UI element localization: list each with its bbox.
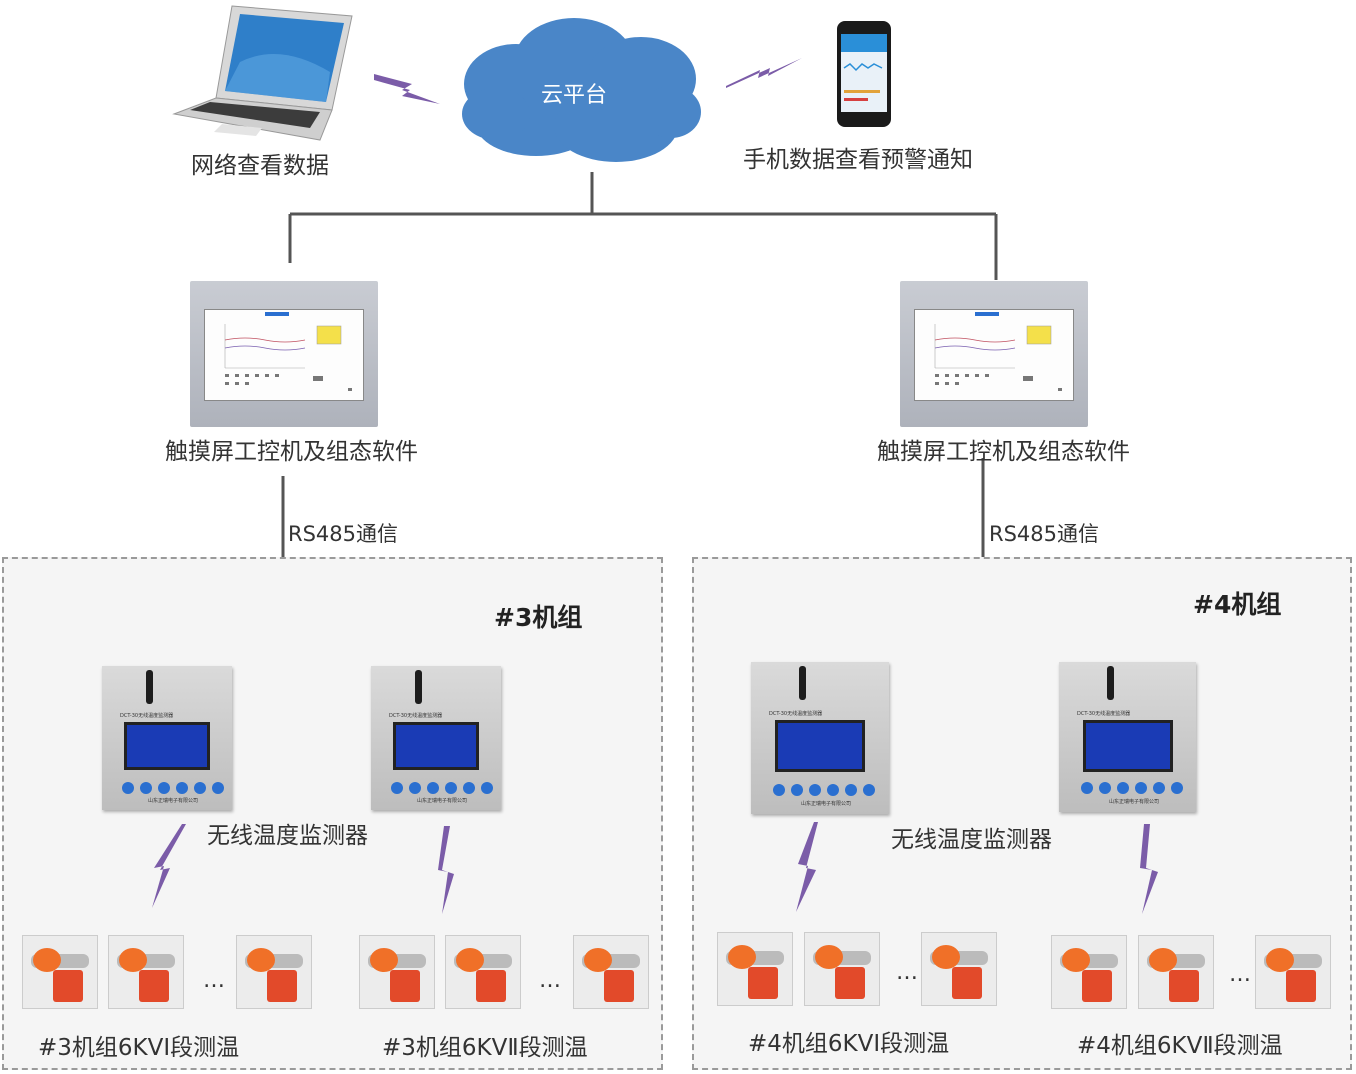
group-4-monitor-label: 无线温度监测器 (891, 827, 1052, 853)
temperature-sensor (1051, 935, 1127, 1009)
temperature-sensor (1255, 935, 1331, 1009)
temperature-sensor (22, 935, 98, 1009)
hmi-screen-left (204, 309, 364, 401)
monitor-model-text: DCT-30无线温度监测器 (769, 711, 823, 717)
monitor-buttons (391, 782, 493, 794)
lightning-phone-icon (726, 58, 802, 88)
wireless-monitor-4-2: DCT-30无线温度监测器 山东正瑞电子有限公司 (1059, 662, 1196, 812)
antenna-icon (415, 670, 422, 704)
rs485-right-label: RS485通信 (989, 522, 1100, 546)
lightning-icon (438, 826, 454, 914)
lightning-icon (796, 822, 818, 912)
cloud-label: 云平台 (541, 83, 608, 108)
monitor-maker-text: 山东正瑞电子有限公司 (801, 801, 852, 807)
antenna-icon (799, 666, 806, 700)
monitor-buttons (1081, 782, 1183, 794)
monitor-maker-text: 山东正瑞电子有限公司 (417, 798, 468, 804)
monitor-screen (124, 722, 210, 770)
temperature-sensor (445, 935, 521, 1009)
rs485-left-label: RS485通信 (288, 522, 399, 546)
lightning-icon (152, 824, 186, 908)
hmi-panel-right (900, 281, 1088, 427)
temperature-sensor (921, 932, 997, 1006)
monitor-screen (1083, 720, 1173, 772)
hmi-screen-right (914, 309, 1074, 401)
monitor-buttons (773, 784, 875, 796)
temperature-sensor (1138, 935, 1214, 1009)
monitor-model-text: DCT-30无线温度监测器 (120, 713, 174, 719)
group-3-section-2-label: #3机组6KVⅡ段测温 (382, 1035, 588, 1061)
group-4-section-1-label: #4机组6KVⅠ段测温 (748, 1031, 950, 1057)
hmi-left-label: 触摸屏工控机及组态软件 (165, 439, 418, 465)
hmi-right-label: 触摸屏工控机及组态软件 (877, 439, 1130, 465)
wireless-monitor-3-1: DCT-30无线温度监测器 山东正瑞电子有限公司 (102, 666, 232, 810)
ellipsis: … (539, 968, 561, 993)
lightning-icon (1140, 824, 1158, 914)
monitor-screen (393, 722, 479, 770)
antenna-icon (146, 670, 153, 704)
temperature-sensor (573, 935, 649, 1009)
monitor-model-text: DCT-30无线温度监测器 (1077, 711, 1131, 717)
phone-label: 手机数据查看预警通知 (743, 147, 973, 173)
lightning-laptop-icon (374, 74, 440, 104)
monitor-maker-text: 山东正瑞电子有限公司 (148, 798, 199, 804)
group-4-section-2-label: #4机组6KVⅡ段测温 (1077, 1033, 1283, 1059)
wireless-monitor-3-2: DCT-30无线温度监测器 山东正瑞电子有限公司 (371, 666, 501, 810)
group-3-title: #3机组 (494, 603, 583, 632)
laptop-icon (172, 5, 353, 141)
ellipsis: … (203, 968, 225, 993)
monitor-buttons (122, 782, 224, 794)
cloud-trunk-line (288, 172, 998, 280)
cloud-icon (462, 18, 701, 162)
monitor-model-text: DCT-30无线温度监测器 (389, 713, 443, 719)
temperature-sensor (804, 932, 880, 1006)
monitor-screen (775, 720, 865, 772)
hmi-panel-left (190, 281, 378, 427)
group-4-title: #4机组 (1193, 590, 1282, 619)
ellipsis: … (1229, 962, 1251, 987)
smartphone-icon (837, 21, 891, 127)
temperature-sensor (359, 935, 435, 1009)
wireless-monitor-4-1: DCT-30无线温度监测器 山东正瑞电子有限公司 (751, 662, 889, 814)
antenna-icon (1107, 666, 1114, 700)
laptop-label: 网络查看数据 (191, 153, 329, 179)
group-3-section-1-label: #3机组6KVⅠ段测温 (38, 1035, 240, 1061)
temperature-sensor (236, 935, 312, 1009)
monitor-maker-text: 山东正瑞电子有限公司 (1109, 799, 1160, 805)
ellipsis: … (896, 960, 918, 985)
temperature-sensor (717, 932, 793, 1006)
temperature-sensor (108, 935, 184, 1009)
group-3-monitor-label: 无线温度监测器 (207, 823, 368, 849)
